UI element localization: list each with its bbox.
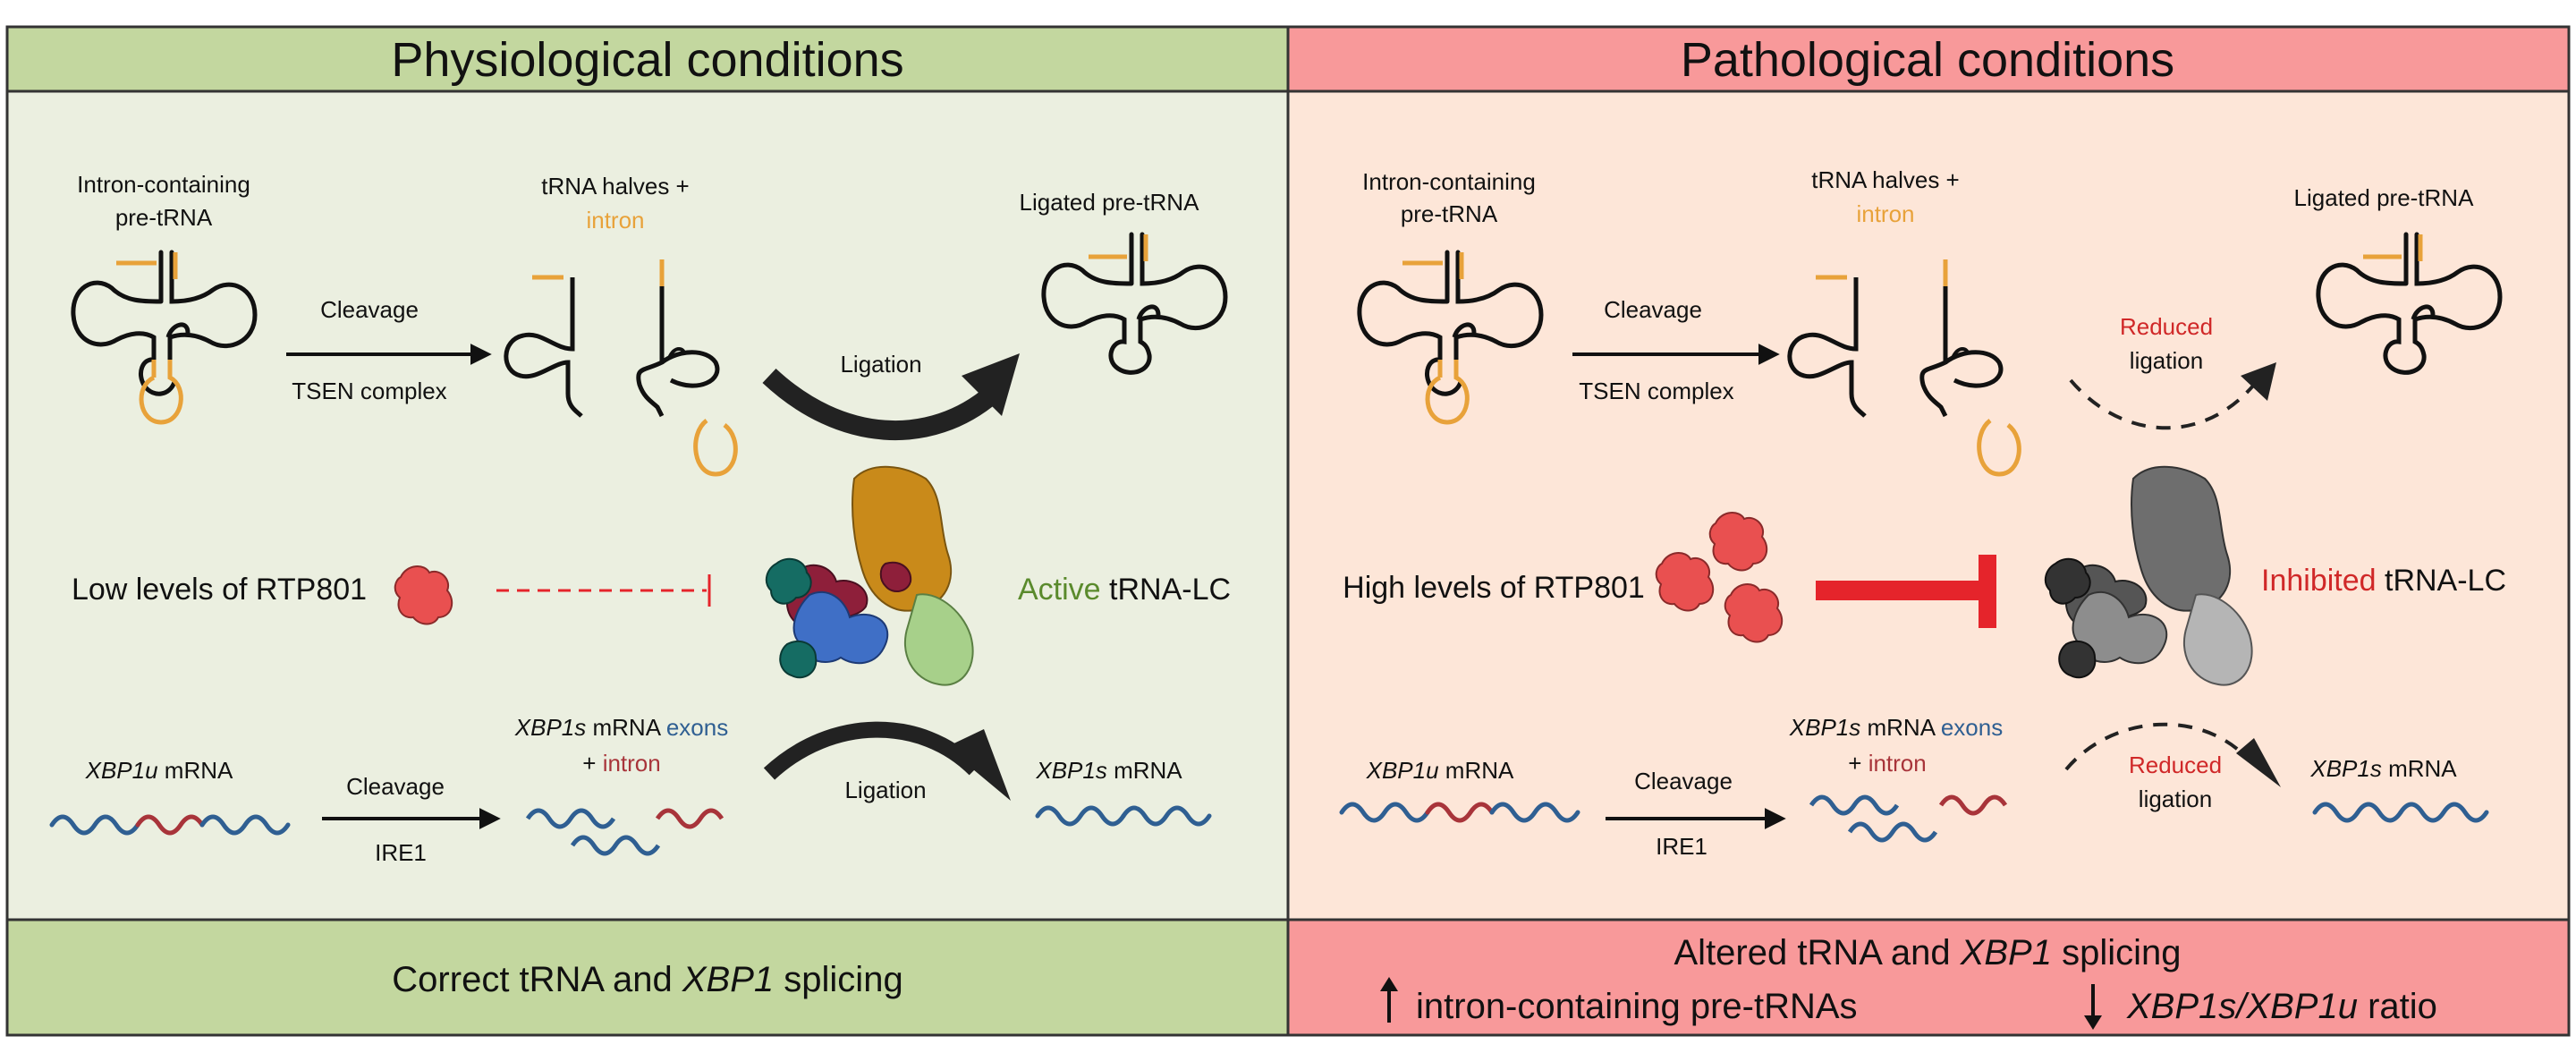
left-halves-intron: intron — [586, 207, 644, 234]
right-reduced-ligation-arrowhead — [2241, 362, 2276, 401]
right-trna-halves-icon — [1787, 259, 2021, 477]
right-ligation2-label: ligation — [2139, 786, 2212, 812]
up-arrow-icon — [1380, 977, 1398, 1023]
right-footer-line1: Altered tRNA and XBP1 splicing — [1674, 933, 2182, 972]
left-lc-label: Active tRNA-LC — [1018, 573, 1231, 607]
right-intron-containing-label: Intron-containing — [1362, 168, 1536, 195]
right-footer-item2: XBP1s/XBP1u ratio — [2126, 987, 2437, 1026]
right-plus-intron-label: + intron — [1848, 750, 1926, 777]
left-ire1-label: IRE1 — [375, 839, 427, 866]
left-panel: Physiological conditions Intron-containi… — [5, 25, 1290, 1037]
left-title: Physiological conditions — [391, 33, 903, 87]
right-lc-label: Inhibited tRNA-LC — [2261, 564, 2506, 598]
left-pre-trna-icon — [73, 252, 255, 425]
left-trna-halves-icon — [504, 259, 738, 477]
left-plus-intron-label: + intron — [582, 750, 660, 777]
left-ligated-label: Ligated pre-tRNA — [1020, 189, 1200, 216]
right-tsen-label: TSEN complex — [1579, 378, 1733, 404]
right-xbp1s-exons-label: XBP1s mRNA exons — [1789, 714, 2003, 741]
left-halves-label: tRNA halves + — [541, 173, 689, 200]
left-rtp-level-label: Low levels of RTP801 — [72, 573, 367, 607]
left-cut-fragments — [525, 808, 724, 856]
right-ligated-trna-icon — [2318, 234, 2500, 372]
left-footer-text: Correct tRNA and XBP1 splicing — [392, 960, 902, 999]
left-pre-trna-label: pre-tRNA — [115, 204, 213, 231]
left-ligation-arrow — [762, 368, 1000, 441]
right-reduced-label: Reduced — [2120, 313, 2213, 340]
right-panel: Pathological conditions Intron-containin… — [1286, 25, 2571, 1037]
left-cleavage-label: Cleavage — [320, 296, 419, 323]
down-arrow-icon — [2084, 984, 2102, 1030]
left-ligated-trna-icon — [1044, 234, 1225, 372]
right-pre-trna-label: pre-tRNA — [1401, 200, 1498, 227]
left-ligation2-arrowhead — [946, 729, 1011, 801]
right-ire1-label: IRE1 — [1656, 833, 1707, 860]
right-pre-trna-icon — [1360, 252, 1541, 425]
left-footer-bg — [5, 918, 1290, 1037]
left-trna-lc-complex — [765, 465, 974, 686]
right-rtp-level-label: High levels of RTP801 — [1343, 571, 1645, 605]
right-footer-item1: intron-containing pre-tRNAs — [1416, 987, 1858, 1026]
left-ligation-label: Ligation — [840, 351, 921, 378]
left-rtp801-protein — [394, 565, 453, 625]
left-cleavage2-label: Cleavage — [346, 773, 445, 800]
right-reduced-ligation2-arrow — [2064, 722, 2251, 771]
left-tsen-label: TSEN complex — [292, 378, 446, 404]
left-xbp1s-result-label: XBP1s mRNA — [1035, 757, 1182, 784]
right-reduced-ligation-arrow — [2069, 378, 2256, 430]
left-body-bg — [5, 89, 1290, 921]
right-reduced-ligation2-arrowhead — [2236, 738, 2281, 787]
right-ligation-label: ligation — [2130, 347, 2203, 374]
right-body-bg — [1286, 89, 2571, 921]
right-xbp1u-label: XBP1u mRNA — [1366, 757, 1514, 784]
left-intron-containing-label: Intron-containing — [77, 171, 250, 198]
right-cut-fragments — [1809, 794, 2008, 843]
right-cleavage-label: Cleavage — [1604, 296, 1702, 323]
right-title: Pathological conditions — [1681, 33, 2174, 87]
right-reduced2-label: Reduced — [2129, 752, 2222, 778]
left-ligation-arrowhead — [962, 353, 1020, 416]
right-cleavage2-label: Cleavage — [1634, 768, 1733, 794]
right-halves-intron: intron — [1856, 200, 1914, 227]
left-header-bg — [5, 25, 1290, 93]
right-xbp1s-result-label: XBP1s mRNA — [2309, 755, 2457, 782]
left-xbp1s-exons-label: XBP1s mRNA exons — [514, 714, 728, 741]
left-ligation2-label: Ligation — [844, 777, 926, 803]
right-footer-bg — [1286, 918, 2571, 1037]
right-ligated-label: Ligated pre-tRNA — [2294, 184, 2475, 211]
right-rtp801-proteins — [1655, 512, 1784, 643]
right-trna-lc-complex — [2044, 465, 2253, 686]
left-xbp1u-label: XBP1u mRNA — [85, 757, 233, 784]
right-halves-label: tRNA halves + — [1811, 166, 1959, 193]
